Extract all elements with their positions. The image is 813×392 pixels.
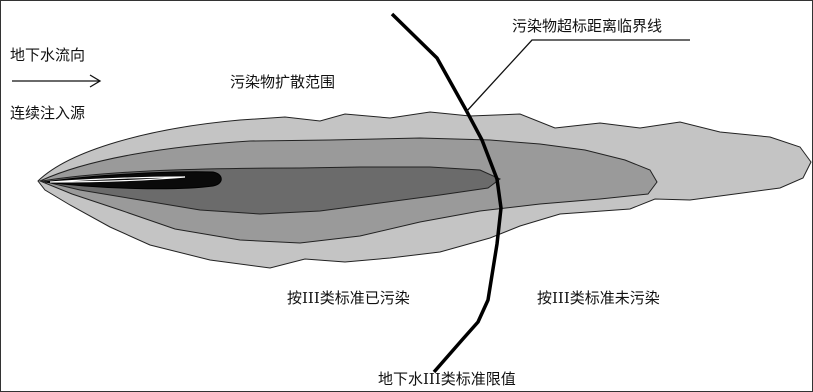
polluted-zone-label: 按III类标准已污染	[287, 291, 410, 306]
critical-line-label: 污染物超标距离临界线	[512, 19, 662, 34]
spread-range-label: 污染物扩散范围	[230, 75, 335, 90]
flow-direction-label: 地下水流向	[10, 48, 85, 63]
unpolluted-zone-label: 按III类标准未污染	[537, 291, 660, 306]
class3-limit-label: 地下水III类标准限值	[378, 372, 516, 387]
injection-source-label: 连续注入源	[10, 106, 85, 121]
